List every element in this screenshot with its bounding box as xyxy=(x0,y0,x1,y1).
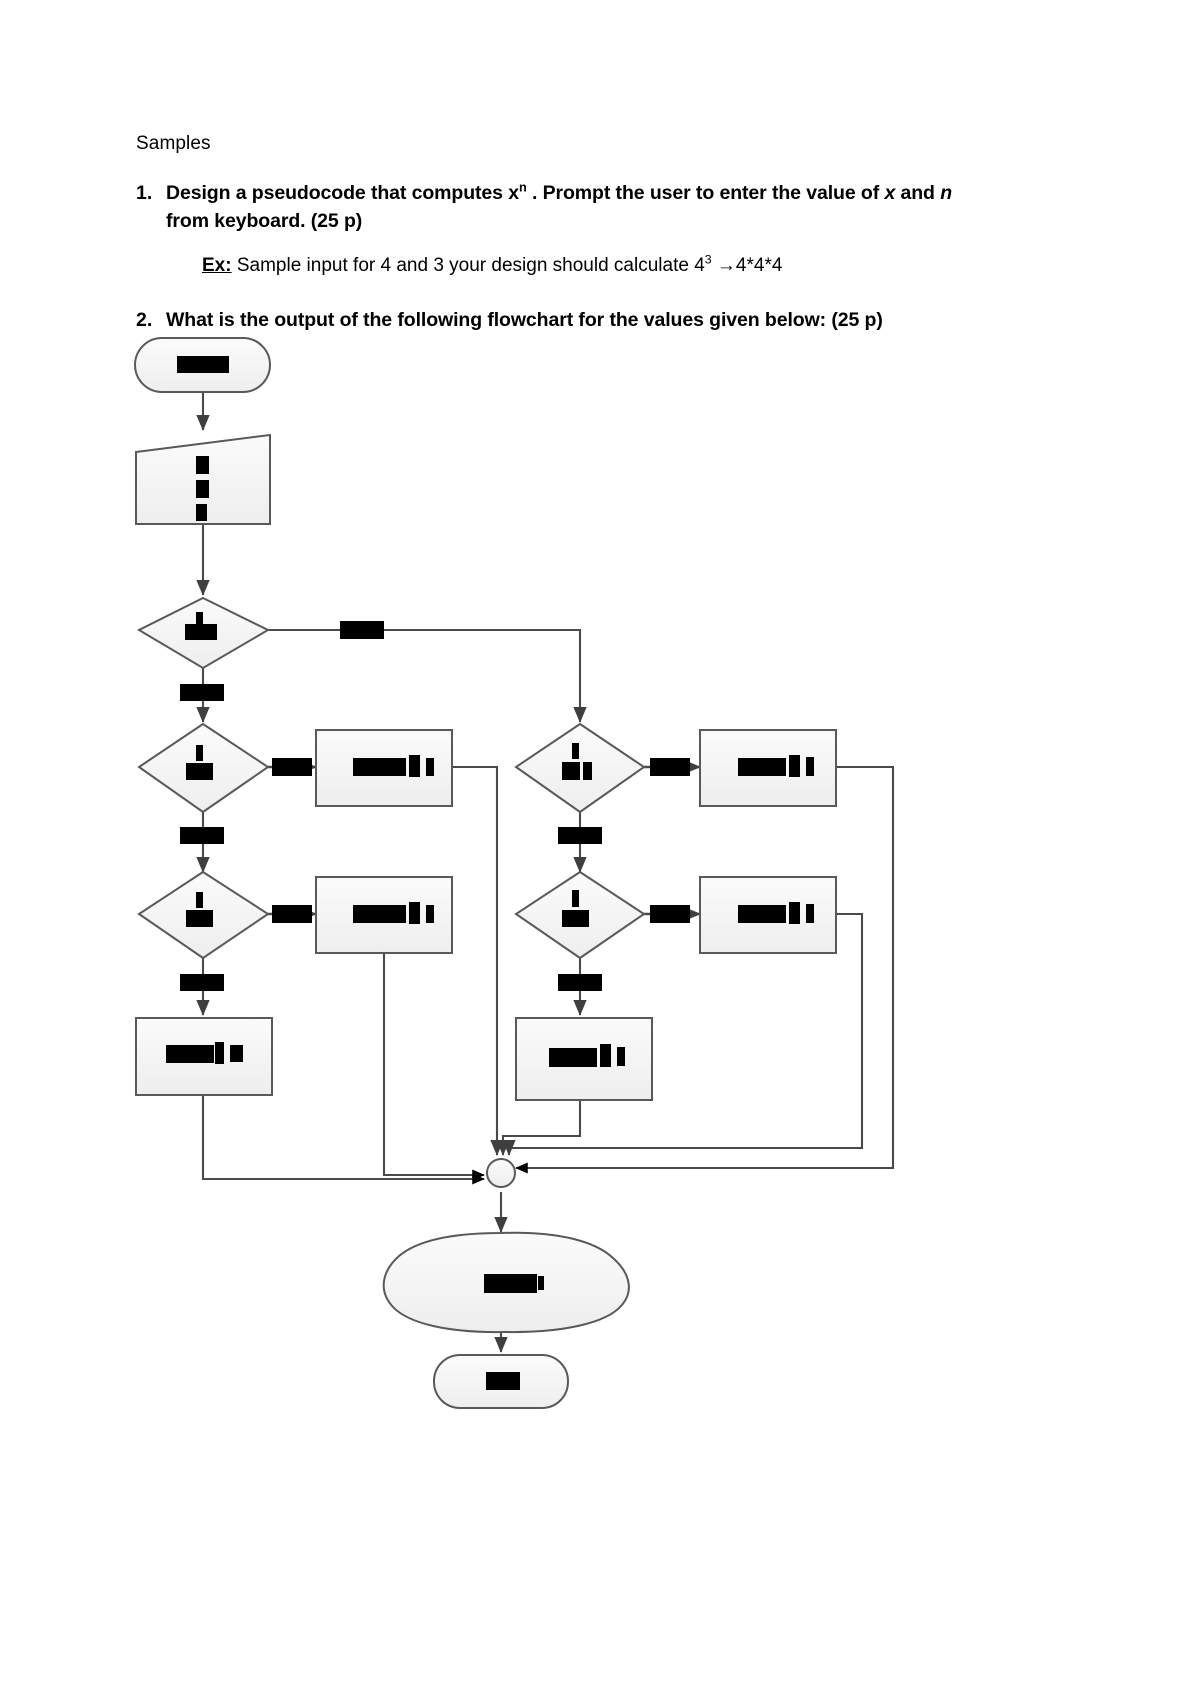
example-text-a: Sample input for 4 and 3 your design sho… xyxy=(231,255,705,277)
edge-process2-to-merge xyxy=(382,952,485,1181)
process6-label-redaction-3 xyxy=(617,1047,625,1066)
start-label-redaction xyxy=(177,356,229,373)
decision2-label-redaction-1 xyxy=(196,745,203,761)
flow-node-decision1[interactable] xyxy=(136,596,271,670)
edge-process4-to-merge xyxy=(515,765,895,1174)
example-text-b: →4*4*4 xyxy=(711,255,783,277)
flow-node-decision3[interactable] xyxy=(514,722,646,814)
flow-node-process4[interactable] xyxy=(699,729,837,807)
question-2-text: What is the output of the following flow… xyxy=(166,308,883,331)
process4-label-redaction-1 xyxy=(738,758,786,776)
edge-process6-to-merge xyxy=(496,1100,582,1156)
samples-heading: Samples xyxy=(136,133,211,154)
question-1-part1: Design a pseudocode that computes x xyxy=(166,181,519,204)
edge-label-decision1-right-redaction xyxy=(340,621,384,639)
question-1-number: 1. xyxy=(136,181,153,204)
process4-label-redaction-2 xyxy=(789,755,800,777)
question-1-var-x: x xyxy=(884,181,896,204)
decision5-label-redaction-1 xyxy=(572,890,579,907)
flow-node-process6[interactable] xyxy=(515,1017,653,1101)
flowchart-connectors xyxy=(196,392,895,1353)
flow-node-process5[interactable] xyxy=(699,876,837,954)
process6-label-redaction-2 xyxy=(600,1044,611,1067)
process5-label-redaction-2 xyxy=(789,902,800,924)
question-1-example: Ex: Sample input for 4 and 3 your design… xyxy=(202,253,996,280)
process3-label-redaction-2 xyxy=(215,1042,224,1064)
input-label-redaction-1 xyxy=(196,456,209,474)
edge-label-decision5-right-redaction xyxy=(650,905,690,923)
flowchart xyxy=(134,337,895,1409)
process2-label-redaction-2 xyxy=(409,902,420,924)
edge-decision1-right xyxy=(267,628,587,723)
document-text-block: Samples 1. Design a pseudocode that comp… xyxy=(136,131,996,340)
question-2: 2. What is the output of the following f… xyxy=(136,306,996,334)
process3-label-redaction-1 xyxy=(166,1045,214,1063)
question-1-part3: and xyxy=(895,181,941,204)
edge-label-decision2-right-redaction xyxy=(272,758,312,776)
flow-node-input[interactable] xyxy=(135,433,271,525)
process3-label-redaction-3 xyxy=(230,1045,243,1062)
question-1-var-n: n xyxy=(940,181,953,204)
question-1: 1. Design a pseudocode that computes xn … xyxy=(136,179,996,236)
process4-label-redaction-3 xyxy=(806,757,814,776)
flow-node-process3[interactable] xyxy=(135,1017,273,1096)
edge-label-decision4-down-redaction xyxy=(180,974,224,991)
process1-label-redaction-2 xyxy=(409,755,420,777)
input-label-redaction-3 xyxy=(196,504,207,521)
flow-node-decision5[interactable] xyxy=(514,870,646,960)
process2-label-redaction-1 xyxy=(353,905,406,923)
process1-label-redaction-3 xyxy=(426,758,434,776)
flowchart-nodes xyxy=(134,337,837,1409)
input-output-shape xyxy=(135,433,271,525)
flow-node-decision4[interactable] xyxy=(137,870,270,960)
flow-node-start[interactable] xyxy=(134,337,271,393)
decision4-label-redaction-1 xyxy=(196,892,203,908)
process2-label-redaction-3 xyxy=(426,905,434,923)
process6-label-redaction-1 xyxy=(549,1048,597,1067)
end-label-redaction xyxy=(486,1372,520,1390)
decision2-label-redaction-2 xyxy=(186,763,213,780)
question-1-part4: from keyboard. (25 p) xyxy=(166,209,363,232)
edge-label-decision1-down-redaction xyxy=(180,684,224,701)
decision1-label-redaction-1 xyxy=(196,612,203,627)
decision5-label-redaction-2 xyxy=(562,910,589,927)
output-label-redaction-1 xyxy=(484,1274,537,1293)
edge-label-decision2-down-redaction xyxy=(180,827,224,844)
flow-node-end[interactable] xyxy=(433,1354,569,1409)
flow-node-decision2[interactable] xyxy=(137,722,270,814)
edge-process1-to-merge xyxy=(452,765,504,1156)
question-2-number: 2. xyxy=(136,308,153,331)
connector-circle xyxy=(486,1158,516,1188)
edge-process3-to-merge xyxy=(201,1095,485,1185)
flow-node-output[interactable] xyxy=(382,1231,630,1334)
process1-label-redaction-1 xyxy=(353,758,406,776)
question-1-part2: . Prompt the user to enter the value of xyxy=(526,181,885,204)
decision3-label-redaction-1 xyxy=(572,743,579,759)
flow-node-process1[interactable] xyxy=(315,729,453,807)
edge-label-decision4-right-redaction xyxy=(272,905,312,923)
decision3-label-redaction-3 xyxy=(583,762,592,780)
input-label-redaction-2 xyxy=(196,480,209,498)
example-superscript-3: 3 xyxy=(704,252,712,267)
flow-node-merge[interactable] xyxy=(486,1158,516,1188)
flow-node-process2[interactable] xyxy=(315,876,453,954)
edge-label-decision3-down-redaction xyxy=(558,827,602,844)
example-label: Ex: xyxy=(202,255,232,277)
output-label-redaction-2 xyxy=(538,1276,544,1290)
decision1-label-redaction-2 xyxy=(185,624,217,640)
decision4-label-redaction-2 xyxy=(186,910,213,927)
question-1-superscript-n: n xyxy=(519,180,527,195)
edge-label-decision3-right-redaction xyxy=(650,758,690,776)
question-1-text: Design a pseudocode that computes xn . P… xyxy=(166,179,996,236)
edge-label-decision5-down-redaction xyxy=(558,974,602,991)
process5-label-redaction-1 xyxy=(738,905,786,923)
process5-label-redaction-3 xyxy=(806,904,814,923)
decision3-label-redaction-2 xyxy=(562,762,580,780)
